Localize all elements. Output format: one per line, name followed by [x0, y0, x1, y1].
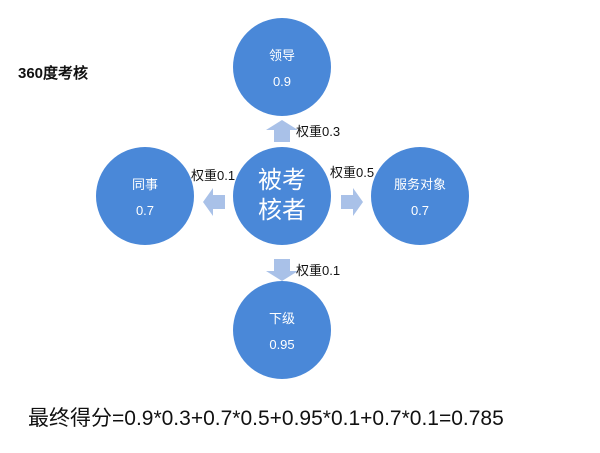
diagram-title: 360度考核 — [18, 65, 89, 82]
node-value: 0.7 — [410, 203, 430, 218]
arrow-down-icon — [266, 259, 298, 281]
node-label: 领导 — [268, 48, 295, 63]
node-label: 服务对象 — [393, 177, 446, 192]
node-assessee: 被考 核者 — [233, 147, 331, 245]
weight-subordinate: 权重0.1 — [296, 263, 341, 278]
node-value: 0.95 — [269, 337, 295, 352]
weight-colleague: 权重0.1 — [191, 168, 236, 183]
node-leader: 领导 0.9 — [233, 18, 331, 116]
weight-leader: 权重0.3 — [296, 124, 341, 139]
node-value: 0.7 — [135, 203, 155, 218]
weight-service-target: 权重0.5 — [330, 165, 375, 180]
arrow-right-icon — [341, 188, 363, 216]
node-label: 同事 — [131, 177, 158, 192]
node-value: 0.9 — [272, 74, 292, 89]
node-service-target: 服务对象 0.7 — [371, 147, 469, 245]
node-colleague: 同事 0.7 — [96, 147, 194, 245]
arrow-left-icon — [203, 188, 225, 216]
center-line1: 被考 — [258, 167, 306, 194]
center-line2: 核者 — [258, 197, 306, 224]
node-label: 下级 — [268, 311, 295, 326]
node-subordinate: 下级 0.95 — [233, 281, 331, 379]
arrow-up-icon — [266, 120, 298, 142]
final-score-formula: 最终得分=0.9*0.3+0.7*0.5+0.95*0.1+0.7*0.1=0.… — [28, 407, 504, 430]
